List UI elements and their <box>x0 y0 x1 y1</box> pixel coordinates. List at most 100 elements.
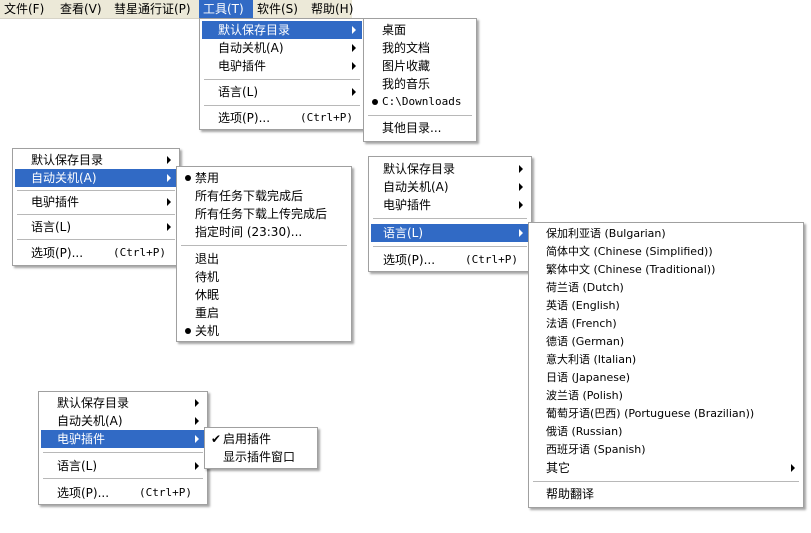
emule-show-plugin-window[interactable]: 显示插件窗口 <box>207 448 315 466</box>
menu-tools[interactable]: 工具(T) <box>199 0 253 18</box>
menu-item-emule-plugin[interactable]: 电驴插件 <box>202 57 362 75</box>
menu-item-label: 俄语 (Russian) <box>546 425 623 438</box>
menu-item-auto-shutdown[interactable]: 自动关机(A) <box>41 412 205 430</box>
submenu-arrow-icon <box>791 464 795 472</box>
menu-item-options[interactable]: 选项(P)... (Ctrl+P) <box>15 244 177 262</box>
save-dir-desktop[interactable]: 桌面 <box>366 21 474 39</box>
menu-item-label: 英语 (English) <box>546 299 620 312</box>
save-dir-submenu: 桌面 我的文档 图片收藏 我的音乐 C:\Downloads 其他目录... <box>363 18 477 142</box>
language-italian[interactable]: 意大利语 (Italian) <box>531 351 801 369</box>
menu-item-label: 简体中文 (Chinese (Simplified)) <box>546 245 713 258</box>
menu-item-auto-shutdown[interactable]: 自动关机(A) <box>15 169 177 187</box>
menu-item-label: 保加利亚语 (Bulgarian) <box>546 227 666 240</box>
submenu-arrow-icon <box>195 462 199 470</box>
menu-item-language[interactable]: 语言(L) <box>41 457 205 475</box>
menu-item-options[interactable]: 选项(P)... (Ctrl+P) <box>202 109 362 127</box>
save-dir-my-documents[interactable]: 我的文档 <box>366 39 474 57</box>
language-bulgarian[interactable]: 保加利亚语 (Bulgarian) <box>531 225 801 243</box>
menu-item-label: 其他目录... <box>382 121 442 135</box>
menu-item-language[interactable]: 语言(L) <box>371 224 529 242</box>
shutdown-disable[interactable]: 禁用 <box>179 169 349 187</box>
shutdown-after-downloads-uploads[interactable]: 所有任务下载上传完成后 <box>179 205 349 223</box>
menu-item-label: 图片收藏 <box>382 59 431 73</box>
menu-item-language[interactable]: 语言(L) <box>202 83 362 101</box>
submenu-arrow-icon <box>195 399 199 407</box>
menu-item-emule-plugin[interactable]: 电驴插件 <box>371 196 529 214</box>
menu-item-label: 电驴插件 <box>383 198 432 212</box>
tools-menu-emule: 默认保存目录 自动关机(A) 电驴插件 语言(L) 选项(P)... (Ctrl… <box>38 391 208 505</box>
menu-item-label: 选项(P)... <box>383 253 436 267</box>
menu-item-label: 自动关机(A) <box>218 41 284 55</box>
menu-item-label: 电驴插件 <box>31 195 80 209</box>
menu-item-default-save-dir[interactable]: 默认保存目录 <box>15 151 177 169</box>
menu-item-default-save-dir[interactable]: 默认保存目录 <box>41 394 205 412</box>
menu-item-default-save-dir[interactable]: 默认保存目录 <box>371 160 529 178</box>
menu-separator <box>17 239 175 240</box>
menu-item-label: 我的文档 <box>382 41 431 55</box>
menu-item-options[interactable]: 选项(P)... (Ctrl+P) <box>371 251 529 269</box>
language-french[interactable]: 法语 (French) <box>531 315 801 333</box>
save-dir-my-music[interactable]: 我的音乐 <box>366 75 474 93</box>
menu-item-label: 选项(P)... <box>57 486 110 500</box>
shutdown-action-hibernate[interactable]: 休眠 <box>179 286 349 304</box>
language-english[interactable]: 英语 (English) <box>531 297 801 315</box>
language-chinese-simplified[interactable]: 简体中文 (Chinese (Simplified)) <box>531 243 801 261</box>
menu-separator <box>43 478 203 479</box>
language-chinese-traditional[interactable]: 繁体中文 (Chinese (Traditional)) <box>531 261 801 279</box>
submenu-arrow-icon <box>352 62 356 70</box>
tools-menu-language: 默认保存目录 自动关机(A) 电驴插件 语言(L) 选项(P)... (Ctrl… <box>368 156 532 272</box>
language-dutch[interactable]: 荷兰语 (Dutch) <box>531 279 801 297</box>
submenu-arrow-icon <box>352 44 356 52</box>
menu-item-default-save-dir[interactable]: 默认保存目录 <box>202 21 362 39</box>
shutdown-after-downloads[interactable]: 所有任务下载完成后 <box>179 187 349 205</box>
shutdown-action-exit[interactable]: 退出 <box>179 250 349 268</box>
save-dir-other[interactable]: 其他目录... <box>366 119 474 137</box>
shutdown-action-poweroff[interactable]: 关机 <box>179 322 349 340</box>
language-russian[interactable]: 俄语 (Russian) <box>531 423 801 441</box>
menu-item-label: 意大利语 (Italian) <box>546 353 637 366</box>
language-portuguese-brazilian[interactable]: 葡萄牙语(巴西) (Portuguese (Brazilian)) <box>531 405 801 423</box>
emule-enable-plugin[interactable]: ✔ 启用插件 <box>207 430 315 448</box>
menu-item-language[interactable]: 语言(L) <box>15 218 177 236</box>
menu-passport[interactable]: 彗星通行证(P) <box>114 2 191 16</box>
menu-item-auto-shutdown[interactable]: 自动关机(A) <box>371 178 529 196</box>
menu-help[interactable]: 帮助(H) <box>311 2 354 16</box>
submenu-arrow-icon <box>167 223 171 231</box>
menu-view[interactable]: 查看(V) <box>60 2 102 16</box>
menu-item-emule-plugin[interactable]: 电驴插件 <box>15 193 177 211</box>
submenu-arrow-icon <box>352 88 356 96</box>
save-dir-my-pictures[interactable]: 图片收藏 <box>366 57 474 75</box>
language-german[interactable]: 德语 (German) <box>531 333 801 351</box>
menu-file[interactable]: 文件(F) <box>4 2 45 16</box>
language-spanish[interactable]: 西班牙语 (Spanish) <box>531 441 801 459</box>
shutdown-action-standby[interactable]: 待机 <box>179 268 349 286</box>
language-help-translate[interactable]: 帮助翻译 <box>531 485 801 503</box>
save-dir-downloads[interactable]: C:\Downloads <box>366 93 474 111</box>
shortcut-label: (Ctrl+P) <box>139 486 192 499</box>
menu-separator <box>43 452 203 453</box>
menu-item-label: 休眠 <box>195 288 220 302</box>
menu-item-label: 法语 (French) <box>546 317 617 330</box>
menu-item-options[interactable]: 选项(P)... (Ctrl+P) <box>41 484 205 502</box>
menu-software[interactable]: 软件(S) <box>257 2 298 16</box>
menu-item-label: 默认保存目录 <box>218 23 291 37</box>
submenu-arrow-icon <box>167 198 171 206</box>
submenu-arrow-icon <box>195 435 199 443</box>
shutdown-action-restart[interactable]: 重启 <box>179 304 349 322</box>
menu-item-label: 桌面 <box>382 23 407 37</box>
language-other[interactable]: 其它 <box>531 459 801 477</box>
menu-item-label: 语言(L) <box>57 459 98 473</box>
menu-item-auto-shutdown[interactable]: 自动关机(A) <box>202 39 362 57</box>
menu-item-label: 选项(P)... <box>218 111 271 125</box>
submenu-arrow-icon <box>519 201 523 209</box>
menu-item-emule-plugin[interactable]: 电驴插件 <box>41 430 205 448</box>
submenu-arrow-icon <box>167 174 171 182</box>
shutdown-at-time[interactable]: 指定时间 (23:30)... <box>179 223 349 241</box>
language-polish[interactable]: 波兰语 (Polish) <box>531 387 801 405</box>
menu-item-label: 德语 (German) <box>546 335 625 348</box>
language-japanese[interactable]: 日语 (Japanese) <box>531 369 801 387</box>
menu-item-label: 帮助翻译 <box>546 487 595 501</box>
menu-separator <box>373 218 527 219</box>
menu-item-label: 默认保存目录 <box>57 396 130 410</box>
submenu-arrow-icon <box>519 229 523 237</box>
